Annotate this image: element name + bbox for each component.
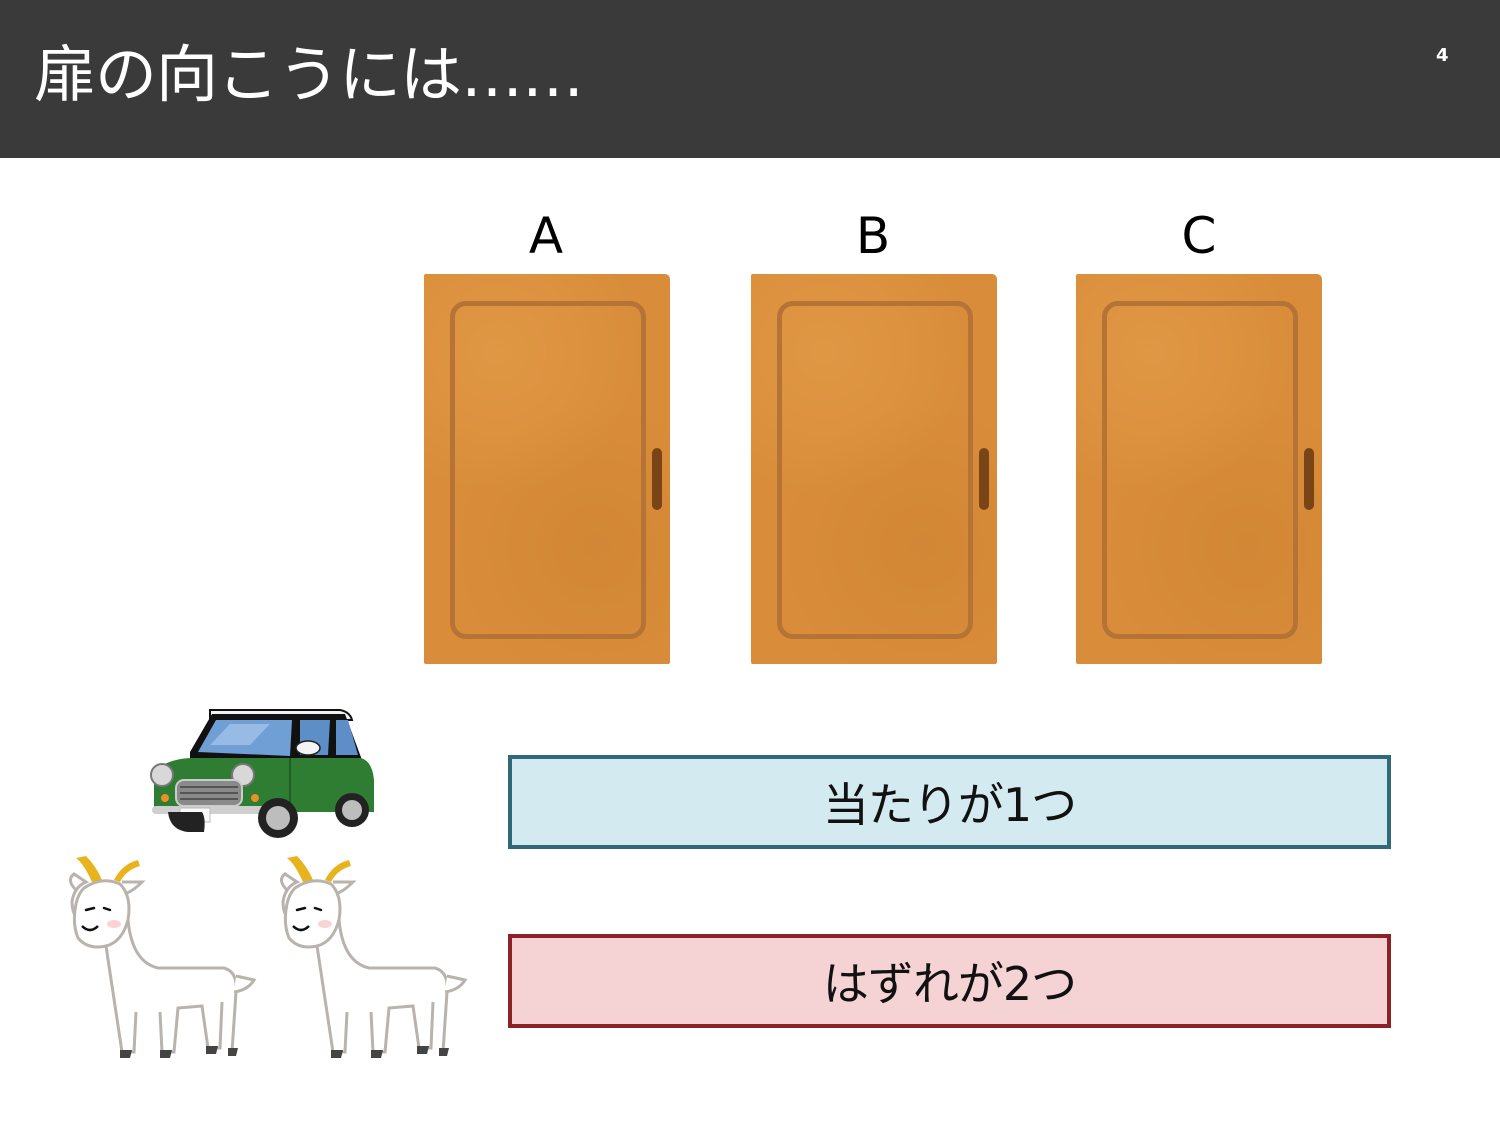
slide-title: 扉の向こうには…… — [34, 38, 584, 111]
miss-box-text: はずれが2つ — [822, 957, 1077, 1011]
goat-icon — [280, 856, 468, 1058]
hit-box: 当たりが1つ — [508, 755, 1391, 849]
door-b — [751, 274, 997, 664]
door-panel — [1102, 301, 1298, 639]
door-label-b: B — [855, 207, 891, 265]
door-handle-icon — [1304, 448, 1314, 510]
door-label-a: A — [528, 207, 564, 265]
door-label-c: C — [1181, 207, 1217, 265]
miss-box: はずれが2つ — [508, 934, 1391, 1028]
door-c — [1076, 274, 1322, 664]
car-icon — [150, 709, 374, 838]
door-handle-icon — [979, 448, 989, 510]
hit-box-text: 当たりが1つ — [822, 778, 1077, 832]
door-a — [424, 274, 670, 664]
goat-icon — [69, 856, 257, 1058]
page-number: 4 — [1436, 45, 1449, 66]
slide-header: 扉の向こうには…… 4 — [0, 0, 1500, 158]
door-panel — [450, 301, 646, 639]
door-panel — [777, 301, 973, 639]
door-handle-icon — [652, 448, 662, 510]
